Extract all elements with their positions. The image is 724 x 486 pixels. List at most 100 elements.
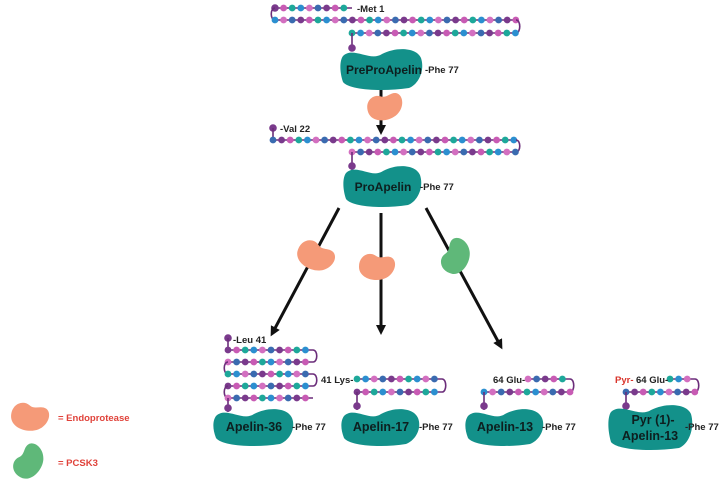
legend-pcsk3-label: = PCSK3 (58, 458, 98, 469)
phe77-preproapelin: -Phe 77 (425, 65, 459, 76)
amino-acid-bead (460, 29, 468, 37)
amino-acid-bead (241, 394, 249, 402)
amino-acid-bead (321, 136, 328, 144)
chain-end-bead (224, 404, 232, 412)
amino-acid-bead (450, 136, 457, 144)
amino-acid-bead (512, 16, 520, 24)
amino-acid-bead (338, 136, 346, 144)
amino-acid-bead (323, 16, 330, 24)
amino-acid-bead (434, 29, 442, 37)
amino-acid-bead (566, 388, 574, 396)
amino-acid-bead (241, 370, 249, 378)
amino-acid-bead (515, 388, 522, 396)
amino-acid-bead (549, 388, 557, 396)
amino-acid-bead (486, 148, 493, 156)
amino-acid-bead (383, 29, 390, 37)
amino-acid-bead (501, 136, 509, 144)
amino-acid-bead (413, 388, 421, 396)
phe77-apelin17: -Phe 77 (419, 422, 453, 433)
amino-acid-bead (392, 16, 399, 24)
amino-acid-bead (278, 136, 285, 144)
pcsk3-icon-shape (440, 237, 470, 274)
phe77-pyrapelin13: -Phe 77 (685, 422, 719, 433)
label-pyr: Pyr- (615, 375, 633, 386)
amino-acid-bead (250, 346, 258, 354)
label-val22: -Val 22 (280, 124, 310, 135)
amino-acid-bead (443, 16, 451, 24)
amino-acid-bead (467, 136, 475, 144)
amino-acid-bead (431, 388, 438, 396)
amino-acid-bead (494, 29, 502, 37)
endoprotease-icon-shape (297, 240, 335, 271)
amino-acid-bead (259, 394, 266, 402)
amino-acid-bead (665, 388, 673, 396)
amino-acid-bead (400, 148, 407, 156)
amino-acid-bead (469, 148, 476, 156)
amino-acid-bead (417, 16, 425, 24)
amino-acid-bead (540, 388, 548, 396)
amino-acid-bead (297, 16, 305, 24)
amino-acid-bead (512, 148, 519, 156)
amino-acid-bead (405, 388, 412, 396)
amino-acid-bead (224, 346, 232, 354)
amino-acid-bead (353, 375, 361, 383)
amino-acid-bead (372, 136, 380, 144)
amino-acid-bead (639, 388, 647, 396)
amino-acid-bead (524, 375, 532, 383)
amino-acid-bead (460, 16, 468, 24)
endoprotease-legend-icon (11, 402, 50, 431)
amino-acid-bead (304, 136, 311, 144)
amino-acid-bead (379, 375, 387, 383)
apelin13-label: Apelin-13 (477, 420, 533, 434)
amino-acid-bead (250, 394, 258, 402)
legend: = Endoprotease = PCSK3 (11, 402, 130, 479)
amino-acid-bead (323, 4, 330, 12)
pcsk3-icon (440, 237, 470, 274)
amino-acid-bead (503, 16, 511, 24)
amino-acid-bead (431, 375, 438, 383)
amino-acid-bead (293, 394, 301, 402)
amino-acid-bead (297, 4, 305, 12)
amino-acid-bead (276, 370, 283, 378)
amino-acid-bead (541, 375, 549, 383)
amino-acid-bead (433, 136, 440, 144)
pcsk3-legend-shape (13, 443, 44, 479)
amino-acid-bead (435, 16, 442, 24)
amino-acid-bead (408, 29, 416, 37)
amino-acid-bead (259, 358, 266, 366)
amino-acid-bead (357, 16, 365, 24)
proapelin-label: ProApelin (355, 180, 412, 194)
amino-acid-bead (486, 16, 494, 24)
amino-acid-bead (355, 136, 363, 144)
amino-acid-bead (267, 382, 275, 390)
amino-acid-bead (523, 388, 531, 396)
amino-acid-bead (276, 382, 283, 390)
amino-acid-bead (648, 388, 656, 396)
amino-acid-bead (284, 382, 292, 390)
amino-acid-bead (293, 346, 301, 354)
amino-acid-bead (391, 148, 399, 156)
amino-acid-bead (489, 388, 496, 396)
amino-acid-bead (271, 16, 279, 24)
amino-acid-bead (259, 370, 266, 378)
amino-acid-bead (224, 370, 232, 378)
amino-acid-bead (364, 136, 371, 144)
amino-acid-bead (374, 29, 382, 37)
pyrapelin13-label-line2: Apelin-13 (622, 429, 678, 443)
amino-acid-bead (314, 16, 322, 24)
peptide-turn (312, 373, 318, 387)
amino-acid-bead (295, 136, 303, 144)
amino-acid-bead (405, 375, 412, 383)
proapelin-blob (343, 166, 422, 207)
preproapelin-blob (340, 49, 423, 90)
protein-blobs (213, 49, 693, 450)
peptide-chains (223, 4, 700, 412)
amino-acid-bead (259, 382, 266, 390)
pyrapelin13-chain (622, 375, 700, 410)
amino-acid-bead (302, 370, 309, 378)
amino-acid-bead (486, 29, 493, 37)
amino-acid-bead (267, 370, 275, 378)
preproapelin-label: PreProApelin (346, 63, 422, 77)
chain-end-bead (622, 402, 630, 410)
pyrapelin13-label-line1: Pyr (1)- (631, 413, 674, 427)
